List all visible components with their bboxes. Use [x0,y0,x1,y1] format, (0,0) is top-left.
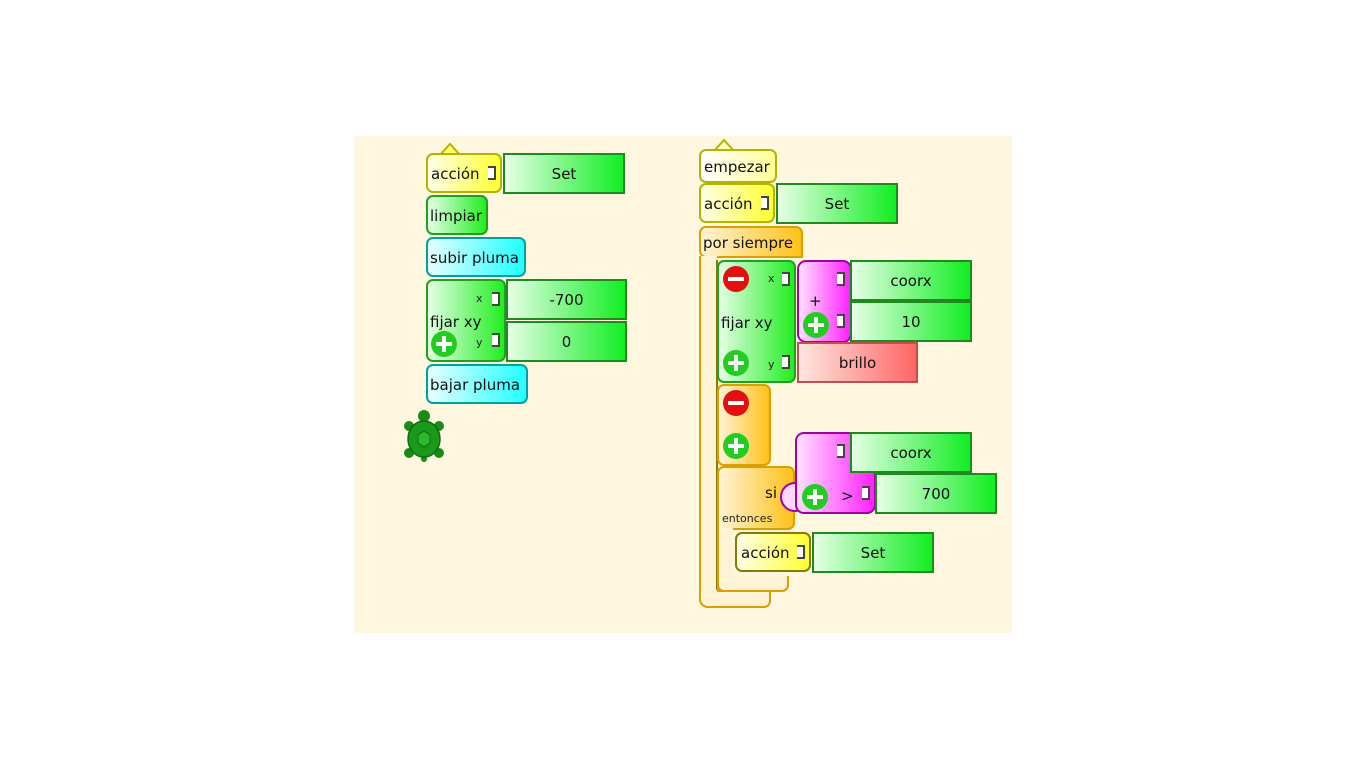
turtle-canvas[interactable]: acción Set limpiar subir pluma x fijar x… [354,136,1012,633]
socket-connector [862,486,870,500]
setxy-label: fijar xy [430,313,482,331]
setxy-label: fijar xy [721,314,773,332]
forever-clamp-foot [699,591,771,608]
action-name-arg[interactable]: Set [812,532,934,573]
greater-than-label: > [841,487,854,505]
forever-block[interactable]: por siempre [699,226,803,258]
clear-label: limpiar [430,207,482,225]
if-clamp-foot [717,576,789,592]
action-label: acción [704,195,753,213]
plus-operator-label: + [809,292,822,310]
socket-connector [782,355,790,369]
x-arg-label: x [476,292,483,305]
socket-connector [492,333,500,347]
plus-circle-icon[interactable] [802,484,828,510]
socket-connector [782,272,790,286]
y-arg-label: y [768,358,775,371]
socket-connector [488,166,496,180]
plus-circle-icon[interactable] [723,433,749,459]
forever-label: por siempre [703,234,794,252]
socket-connector [837,272,845,286]
plus-circle-icon[interactable] [723,350,749,376]
pen-up-label: subir pluma [430,249,519,267]
forever-clamp-arm [699,256,717,608]
socket-connector [492,292,500,306]
number-input[interactable]: 10 [850,301,972,342]
socket-connector [761,196,769,210]
flow-block-collapsed[interactable] [717,384,771,466]
plus-circle-icon[interactable] [431,331,457,357]
pen-up-block[interactable]: subir pluma [426,237,526,277]
coorx-box[interactable]: coorx [850,260,972,301]
minus-circle-icon[interactable] [723,390,749,416]
action-name-arg[interactable]: Set [503,153,625,194]
y-value-input[interactable]: 0 [506,321,627,362]
x-arg-label: x [768,272,775,285]
action-name-arg[interactable]: Set [776,183,898,224]
x-value-input[interactable]: -700 [506,279,627,320]
minus-circle-icon[interactable] [723,266,749,292]
socket-connector [837,444,845,458]
pen-down-label: bajar pluma [430,376,521,394]
action-label: acción [431,165,480,183]
plus-circle-icon[interactable] [803,312,829,338]
turtle-icon[interactable] [401,409,447,463]
start-label: empezar [704,158,770,176]
y-arg-label: y [476,336,483,349]
number-input[interactable]: 700 [875,473,997,514]
action-block-right[interactable]: acción [699,183,775,223]
then-label: entonces [722,512,773,525]
coorx-box[interactable]: coorx [850,432,972,473]
action-label: acción [741,544,790,562]
socket-connector [797,545,805,559]
brightness-sensor[interactable]: brillo [797,342,918,383]
pen-down-block[interactable]: bajar pluma [426,364,528,404]
if-label: si [765,484,777,502]
start-block[interactable]: empezar [699,149,777,183]
socket-connector [837,314,845,328]
clear-block[interactable]: limpiar [426,195,488,235]
